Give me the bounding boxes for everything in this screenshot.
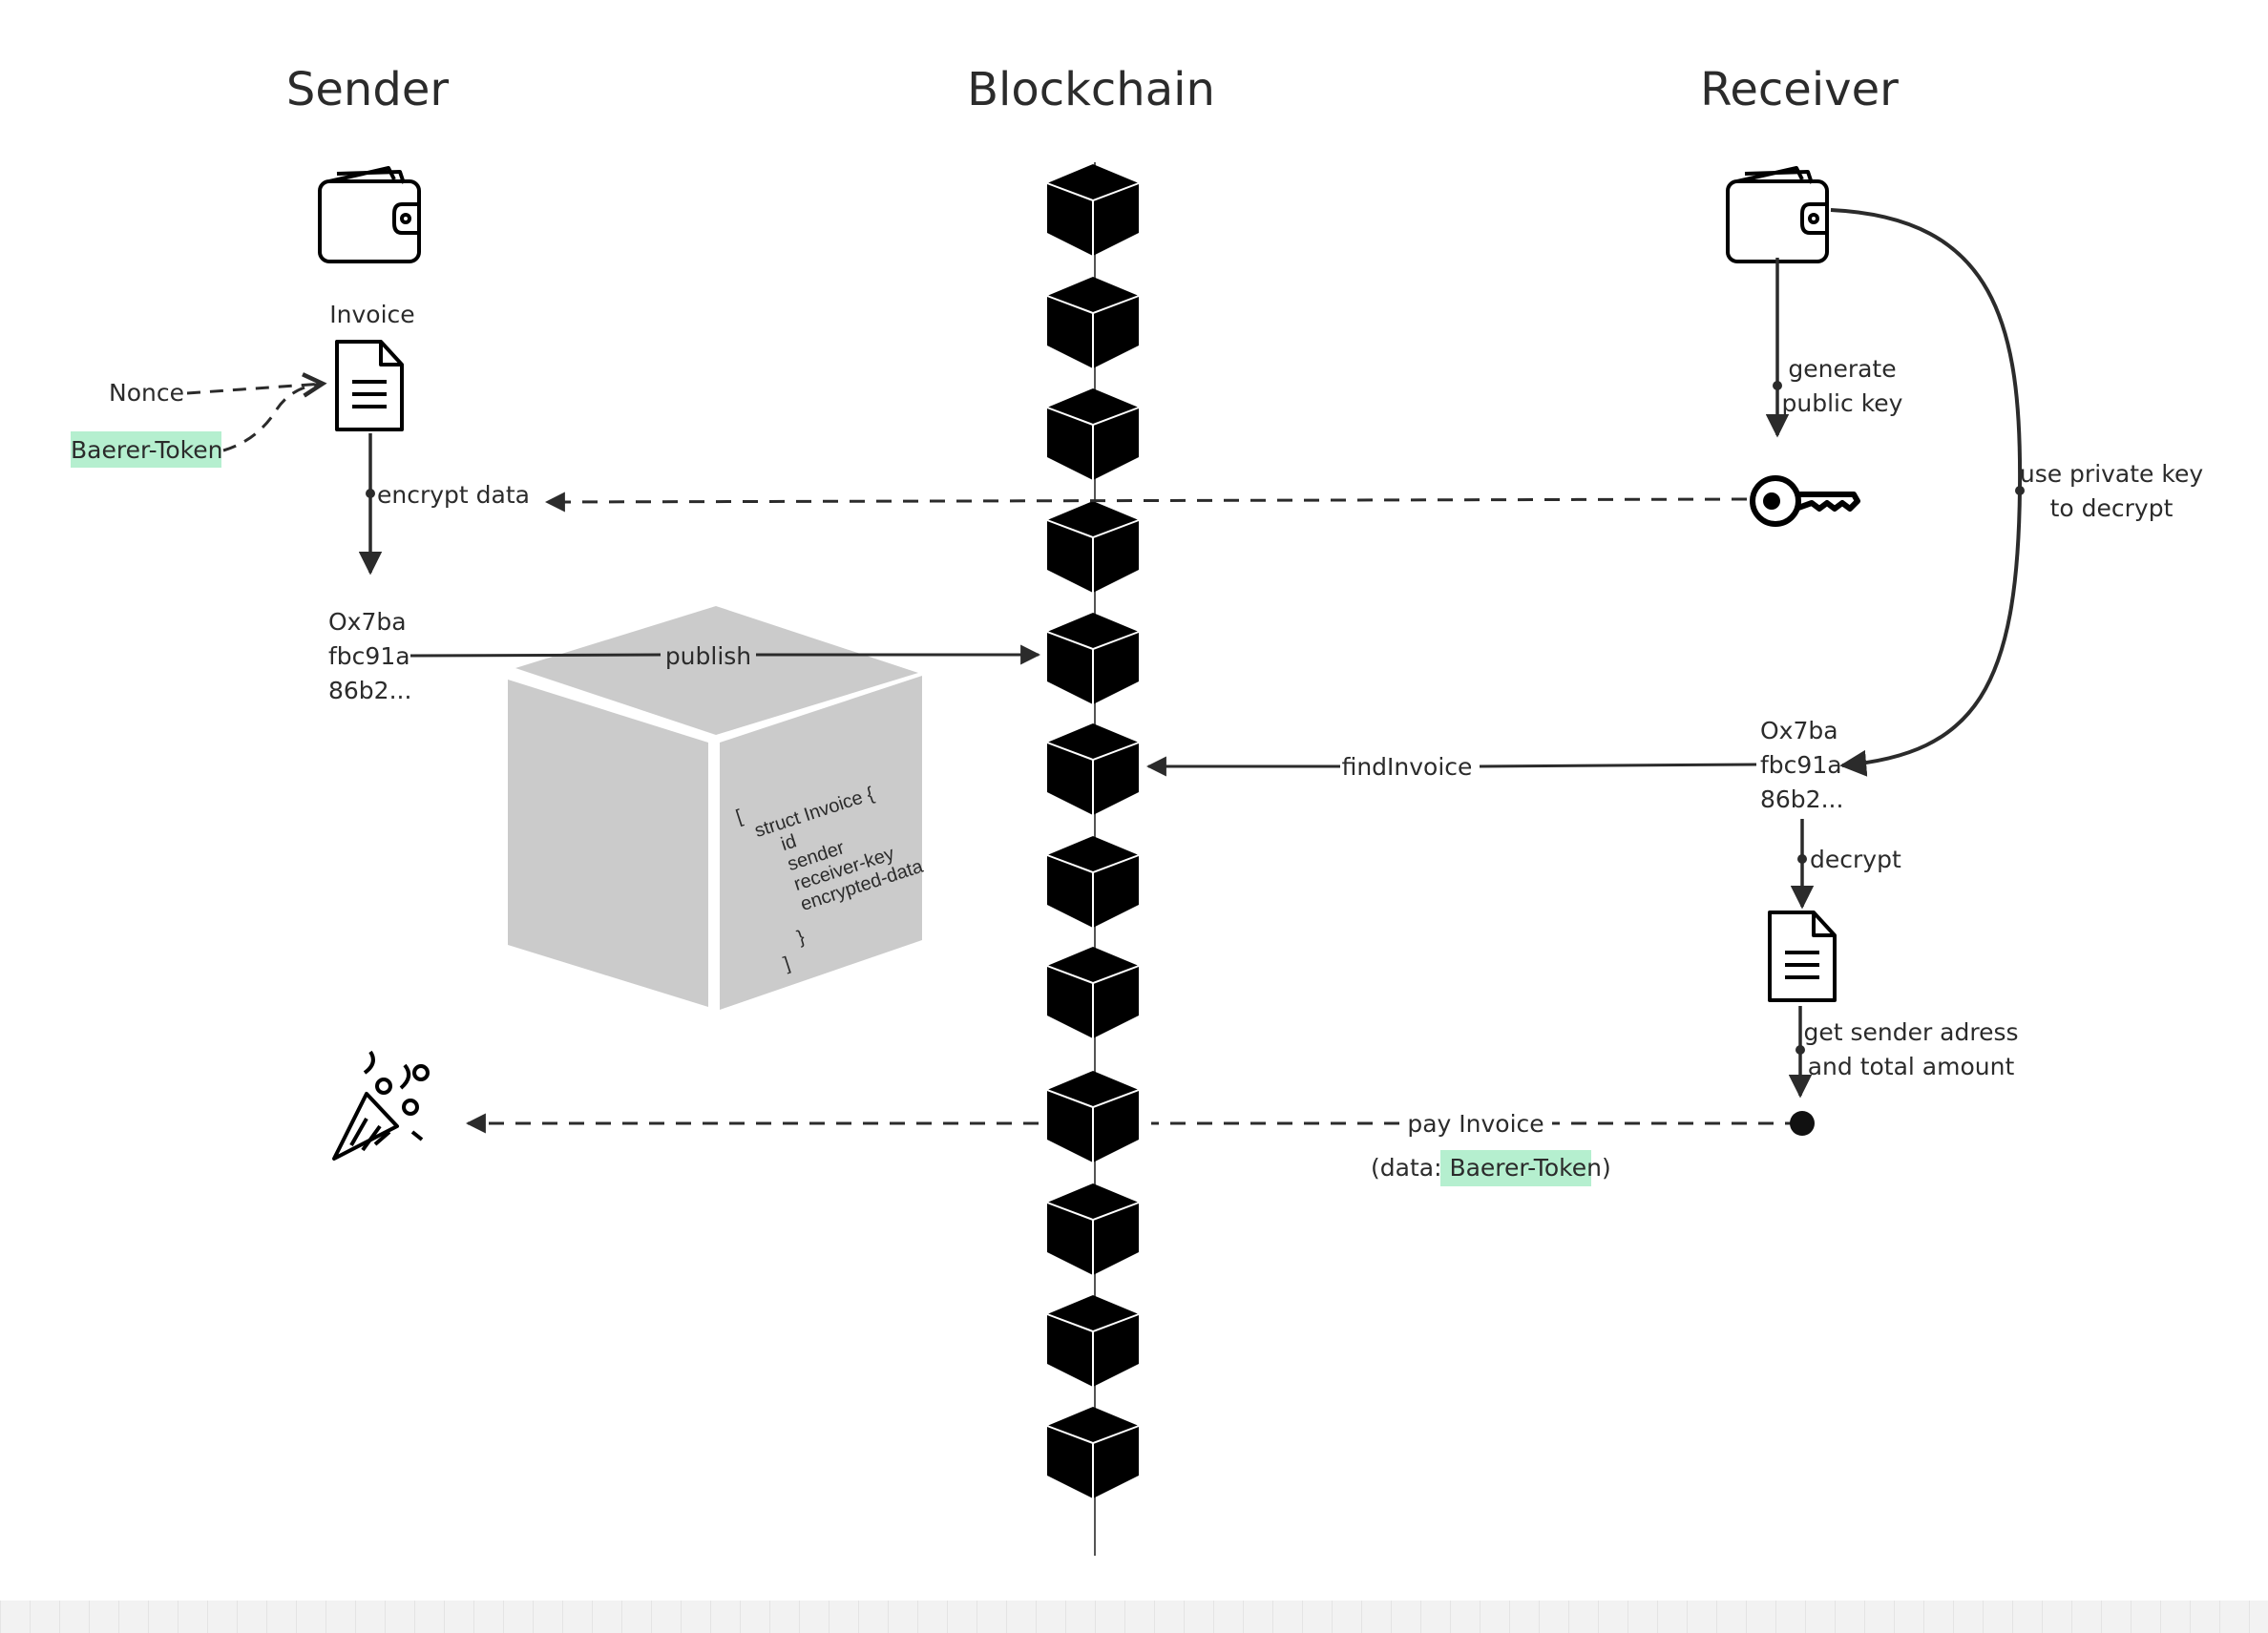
- find-invoice-arrow-start: [1479, 763, 1757, 768]
- connector-dot: [1773, 381, 1782, 390]
- block-cube-icon: [1046, 1070, 1140, 1163]
- block-cube-icon: [1046, 835, 1140, 929]
- private-key-label-line-1: use private key: [2020, 460, 2204, 488]
- pay-start-dot: [1790, 1111, 1815, 1136]
- token-highlight: [1440, 1150, 1591, 1186]
- connector-dot: [1796, 1045, 1805, 1055]
- get-sender-label-line-1: get sender adress: [1803, 1018, 2018, 1046]
- receiver-hash-line-3: 86b2...: [1760, 785, 1843, 813]
- block-cube-icon: [1046, 276, 1140, 369]
- document-icon: [1768, 911, 1837, 1002]
- canvas-grid-strip: [0, 1601, 2268, 1633]
- connector-dot: [2015, 486, 2025, 495]
- wallet-icon: [1726, 166, 1829, 263]
- pay-data-label: (data: Baerer-Token): [1371, 1154, 1611, 1182]
- publish-label: publish: [665, 642, 751, 670]
- block-cube-icon: [1046, 500, 1140, 594]
- pay-data-token: Baerer-Token: [1449, 1154, 1602, 1182]
- blockchain-chain: [1046, 162, 1140, 1556]
- get-sender-label-line-2: and total amount: [1808, 1053, 2015, 1080]
- block-cube-icon: [1046, 1406, 1140, 1499]
- struct-card: [ struct Invoice { id sender receiver-ke…: [508, 606, 926, 1010]
- pay-label-bg: [1403, 1105, 1552, 1138]
- publish-arrow-start: [410, 653, 662, 658]
- wallet-icon: [318, 166, 421, 263]
- generate-label-line-2: public key: [1782, 389, 1903, 417]
- block-cube-icon: [1046, 1183, 1140, 1276]
- party-popper-icon: [332, 1050, 430, 1161]
- block-cube-icon: [1046, 722, 1140, 816]
- block-list: [1046, 163, 1140, 1499]
- encrypt-label: encrypt data: [377, 481, 530, 509]
- block-cube-icon: [1046, 946, 1140, 1039]
- block-cube-icon: [1046, 1294, 1140, 1388]
- sender-hash-line-3: 86b2...: [328, 677, 411, 704]
- token-highlight: [71, 431, 221, 468]
- public-key-share-arrow: [544, 492, 1748, 513]
- connector-dot: [366, 489, 375, 498]
- sender-hash-line-1: Ox7ba: [328, 608, 407, 636]
- column-heading-receiver: Receiver: [1700, 63, 1899, 116]
- generate-label-line-1: generate: [1788, 355, 1896, 383]
- sender-hash-line-2: fbc91a: [328, 642, 410, 670]
- block-cube-icon: [1046, 387, 1140, 481]
- token-arrow: [222, 382, 324, 452]
- pay-data-suffix: ): [1602, 1154, 1611, 1182]
- find-invoice-label: findInvoice: [1342, 753, 1473, 781]
- key-icon: [1750, 475, 1860, 527]
- column-heading-blockchain: Blockchain: [967, 63, 1215, 116]
- receiver-hash-line-2: fbc91a: [1760, 751, 1842, 779]
- document-icon: [335, 340, 404, 431]
- pay-data-prefix: (data:: [1371, 1154, 1449, 1182]
- block-cube-icon: [1046, 612, 1140, 705]
- private-key-arrow: [1830, 208, 2023, 777]
- struct-line: id: [779, 830, 800, 855]
- invoice-label: Invoice: [329, 301, 414, 328]
- nonce-label: Nonce: [109, 379, 184, 407]
- token-label: Baerer-Token: [71, 436, 223, 464]
- private-key-label-line-2: to decrypt: [2050, 494, 2174, 522]
- block-cube-icon: [1046, 163, 1140, 257]
- decrypt-label: decrypt: [1810, 846, 1901, 873]
- pay-invoice-label: pay Invoice: [1407, 1110, 1544, 1138]
- receiver-hash-line-1: Ox7ba: [1760, 717, 1838, 744]
- column-heading-sender: Sender: [286, 63, 449, 116]
- connector-dot: [1797, 854, 1807, 864]
